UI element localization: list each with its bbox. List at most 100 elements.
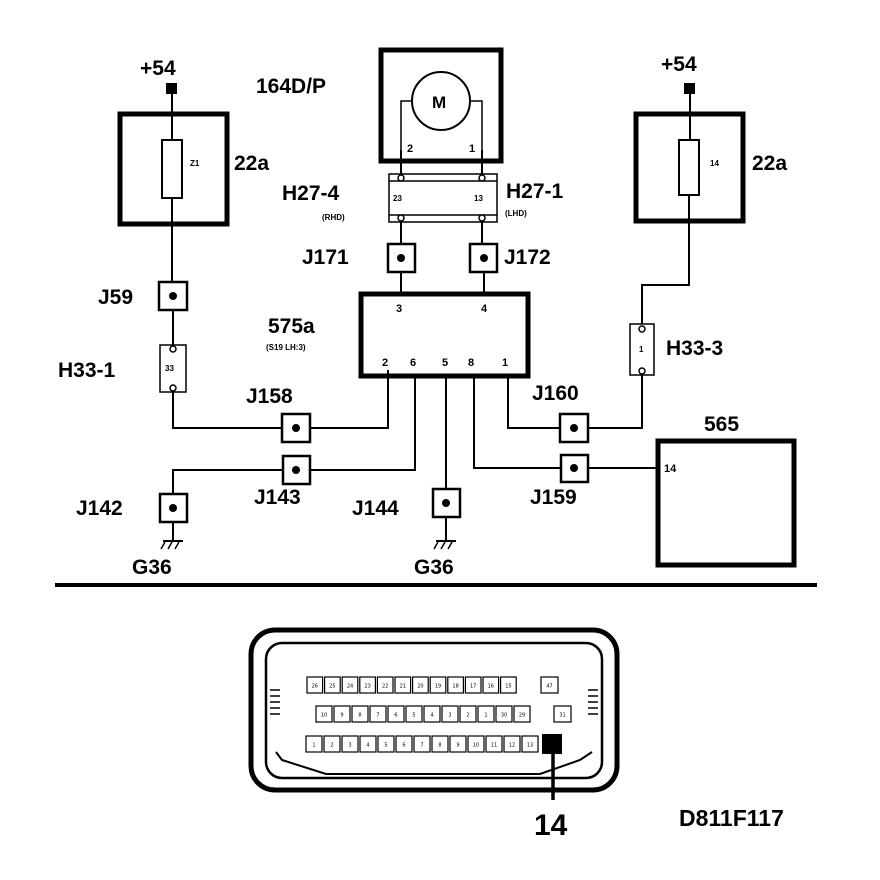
h27-4-note: (RHD): [322, 213, 345, 222]
row-2-end-pin-number: 31: [559, 713, 565, 719]
row-3-pin-number: 2: [330, 743, 333, 749]
callout-pin-label: 14: [534, 809, 568, 842]
row-2-pin-number: 29: [519, 713, 525, 719]
row-2-pin-number: 4: [430, 713, 433, 719]
row-2-pin-cell: [369, 705, 387, 723]
row-2-end-pin-cell: [553, 705, 572, 723]
row-3-pin-cell: [485, 735, 503, 753]
row-3-pin-number: 1: [312, 743, 315, 749]
row-2-pin-cell: [351, 705, 369, 723]
ground-right-label: G36: [414, 556, 454, 579]
row-1-pin-cell: [429, 676, 447, 694]
row-1-pin-number: 18: [452, 684, 458, 690]
h33-1-label: H33-1: [58, 359, 116, 382]
supply-right-label: +54: [661, 53, 697, 76]
module-575a-pin-1: 1: [502, 357, 508, 369]
h27-4-pin: 23: [393, 194, 402, 203]
row-2-pin-cell: [459, 705, 477, 723]
connector-pin-14-highlight: [542, 734, 562, 754]
row-3-pin-cell: [413, 735, 431, 753]
row-1-pin-number: 19: [435, 684, 441, 690]
module-565-pin: 14: [664, 463, 677, 475]
motor-block: [378, 47, 504, 164]
row-1-pin-cell: [376, 676, 394, 694]
row-3-pin-cell: [323, 735, 341, 753]
fuse-box-left: [117, 111, 230, 227]
row-3-pin-number: 8: [438, 743, 441, 749]
row-1-pin-cell: [394, 676, 412, 694]
h33-3-label: H33-3: [666, 337, 723, 360]
supply-right-terminal: [684, 83, 695, 94]
row-1-pin-cell: [482, 676, 500, 694]
row-1-pin-number: 23: [364, 684, 370, 690]
row-1-pin-number: 22: [382, 684, 388, 690]
row-1-pin-number: 25: [329, 684, 335, 690]
figure-code: D811F117: [679, 805, 784, 831]
row-3-pin-number: 7: [420, 743, 423, 749]
row-2-pin-cell: [405, 705, 423, 723]
row-3-pin-cell: [449, 735, 467, 753]
row-1-pin-cell: [464, 676, 482, 694]
h27-1-label: H27-1: [506, 180, 564, 203]
fuse-left-id: Z1: [190, 159, 200, 168]
row-3-pin-number: 9: [456, 743, 459, 749]
row-1-pin-number: 16: [488, 684, 494, 690]
connector-inner-shell: [264, 641, 604, 780]
module-575a: [358, 291, 531, 379]
row-2-pin-cell: [495, 705, 513, 723]
h33-3-pin: 1: [639, 345, 644, 354]
module-575a-label: 575a: [268, 315, 315, 338]
j160-dot: [570, 424, 578, 432]
h27-1-note: (LHD): [505, 209, 527, 218]
h27-1-pin: 13: [474, 194, 483, 203]
row-3-pin-number: 11: [491, 743, 497, 749]
j143-label: J143: [254, 486, 301, 509]
j59-label: J59: [98, 286, 133, 309]
h33-1-pin-top: [169, 345, 177, 353]
motor-lead-right: [470, 100, 483, 150]
motor-block-label: 164D/P: [256, 75, 326, 98]
row-1-pin-cell: [447, 676, 464, 694]
motor-symbol-text: M: [432, 93, 446, 112]
fuse-right: [678, 139, 700, 196]
j172-label: J172: [504, 246, 551, 269]
row-3-pin-cell: [305, 735, 323, 753]
j59-dot: [169, 292, 177, 300]
module-575a-pin-8: 8: [468, 357, 474, 369]
motor-pin-right: 1: [469, 143, 475, 155]
row-1-pin-number: 17: [470, 684, 476, 690]
row-3-pin-cell: [377, 735, 395, 753]
j171-dot: [397, 254, 405, 262]
row-2-pin-number: 9: [340, 713, 343, 719]
j144-dot: [442, 499, 450, 507]
row-2-pin-cell: [513, 705, 531, 723]
h27-4-pin-bottom: [397, 214, 405, 222]
row-1-pin-cell: [306, 676, 324, 694]
j158-dot: [292, 424, 300, 432]
motor-lead-left: [400, 100, 412, 150]
row-2-pin-number: 2: [466, 713, 469, 719]
j142-label: J142: [76, 497, 123, 520]
row-2-pin-number: 1: [484, 713, 487, 719]
row-2-pin-number: 10: [321, 713, 327, 719]
h27-1-pin-top: [478, 174, 486, 182]
row-3-pin-cell: [341, 735, 359, 753]
j160-label: J160: [532, 382, 579, 405]
row-3-pin-cell: [521, 735, 539, 753]
row-1-pin-number: 26: [312, 684, 318, 690]
connector-side-latches: [270, 689, 598, 715]
row-1-pin-cell: [500, 676, 517, 694]
row-2-pin-number: 7: [376, 713, 379, 719]
fuse-right-box-label: 22a: [752, 152, 787, 175]
module-575a-pin-4: 4: [481, 303, 488, 315]
module-575a-note: (S19 LH:3): [266, 343, 306, 352]
h33-3-pin-bottom: [638, 367, 646, 375]
row-2-pin-cell: [423, 705, 441, 723]
fuse-left: [161, 139, 183, 199]
row-1-pin-number: 20: [417, 684, 423, 690]
h27-connector-housing: [388, 173, 498, 223]
